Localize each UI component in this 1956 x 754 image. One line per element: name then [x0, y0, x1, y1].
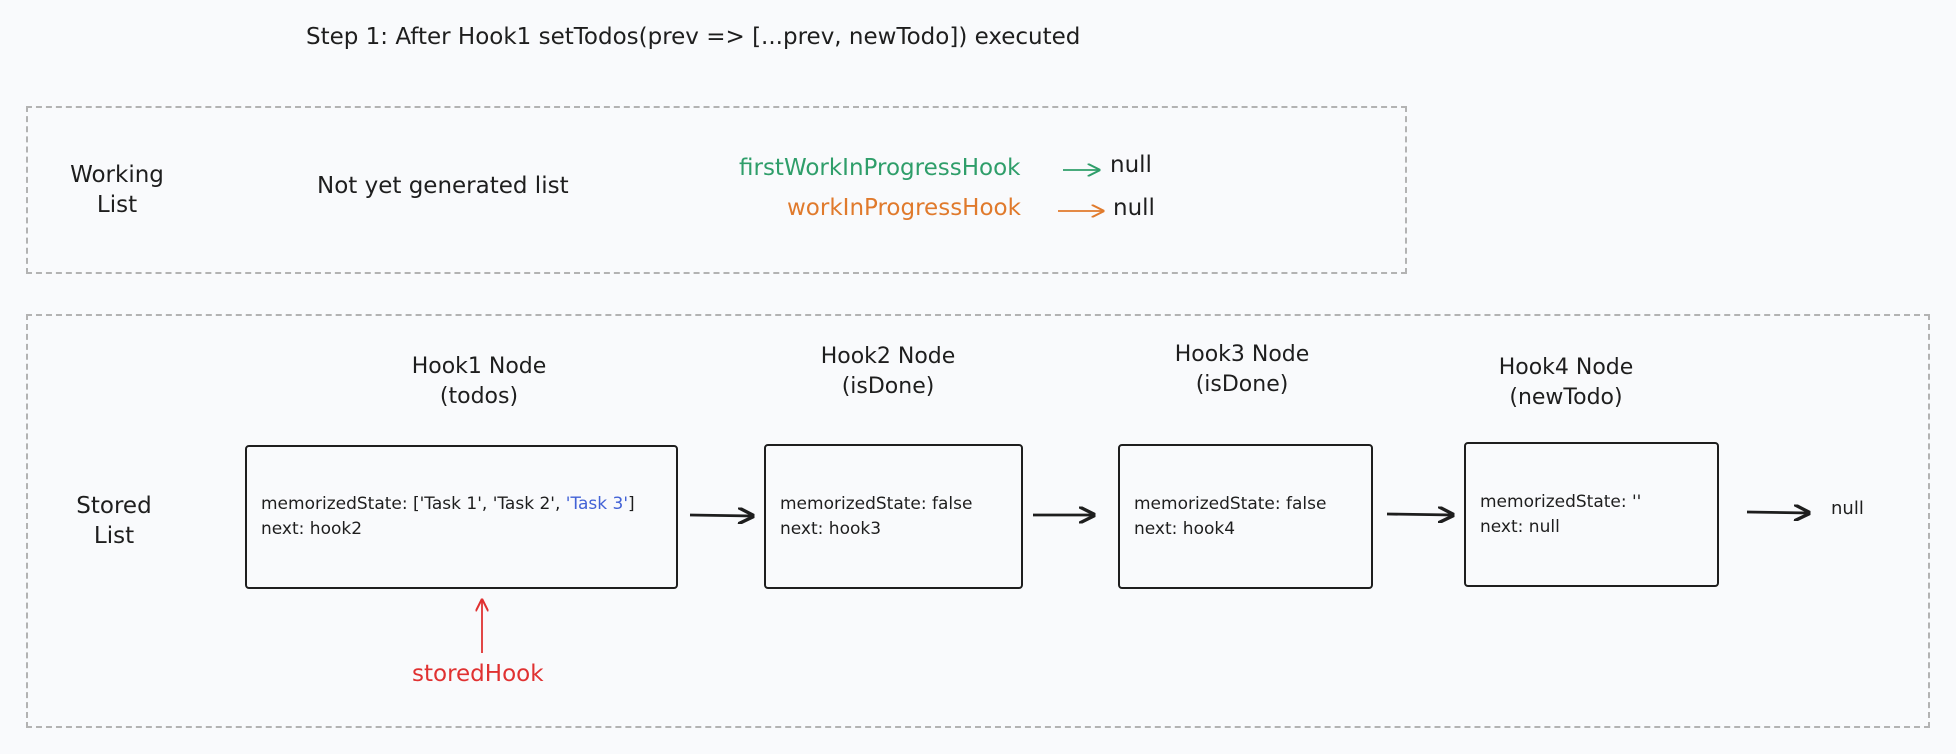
diagram-title: Step 1: After Hook1 setTodos(prev => [..…	[306, 24, 1081, 50]
hook4-next: next: null	[1480, 516, 1560, 537]
hook3-next: next: hook4	[1134, 518, 1236, 539]
hook3-memorized-state: memorizedState: false	[1134, 493, 1327, 514]
hook2-node-box: memorizedState: false next: hook3	[764, 444, 1023, 589]
not-generated-label: Not yet generated list	[317, 173, 569, 199]
hook1-next: next: hook2	[261, 519, 363, 539]
hook2-memorized-state: memorizedState: false	[780, 493, 973, 514]
hook1-node-box: memorizedState: ['Task 1', 'Task 2', 'Ta…	[245, 445, 678, 589]
stored-list-end-null: null	[1831, 498, 1864, 519]
hook2-node-title: Hook2 Node (isDone)	[820, 344, 956, 399]
stored-hook-label: storedHook	[412, 661, 544, 687]
hook3-node-title: Hook3 Node (isDone)	[1174, 342, 1310, 397]
working-list-label: Working List	[70, 162, 164, 218]
stored-list-panel	[26, 314, 1930, 728]
wip-hook-label: workInProgressHook	[787, 195, 1021, 221]
hook4-node-title: Hook4 Node (newTodo)	[1498, 355, 1634, 410]
first-wip-hook-value: null	[1110, 152, 1152, 178]
first-wip-hook-label: firstWorkInProgressHook	[739, 155, 1021, 181]
stored-list-label: Stored List	[76, 493, 152, 549]
hook4-memorized-state: memorizedState: ''	[1480, 491, 1642, 512]
hook3-node-box: memorizedState: false next: hook4	[1118, 444, 1373, 589]
task3-highlight: 'Task 3'	[565, 494, 629, 514]
working-list-panel	[26, 106, 1407, 274]
hook2-next: next: hook3	[780, 518, 882, 539]
wip-hook-value: null	[1113, 195, 1155, 221]
hook1-node-title: Hook1 Node (todos)	[411, 354, 547, 409]
hook1-memorized-state: memorizedState: ['Task 1', 'Task 2', 'Ta…	[261, 494, 635, 514]
hook4-node-box: memorizedState: '' next: null	[1464, 442, 1719, 587]
